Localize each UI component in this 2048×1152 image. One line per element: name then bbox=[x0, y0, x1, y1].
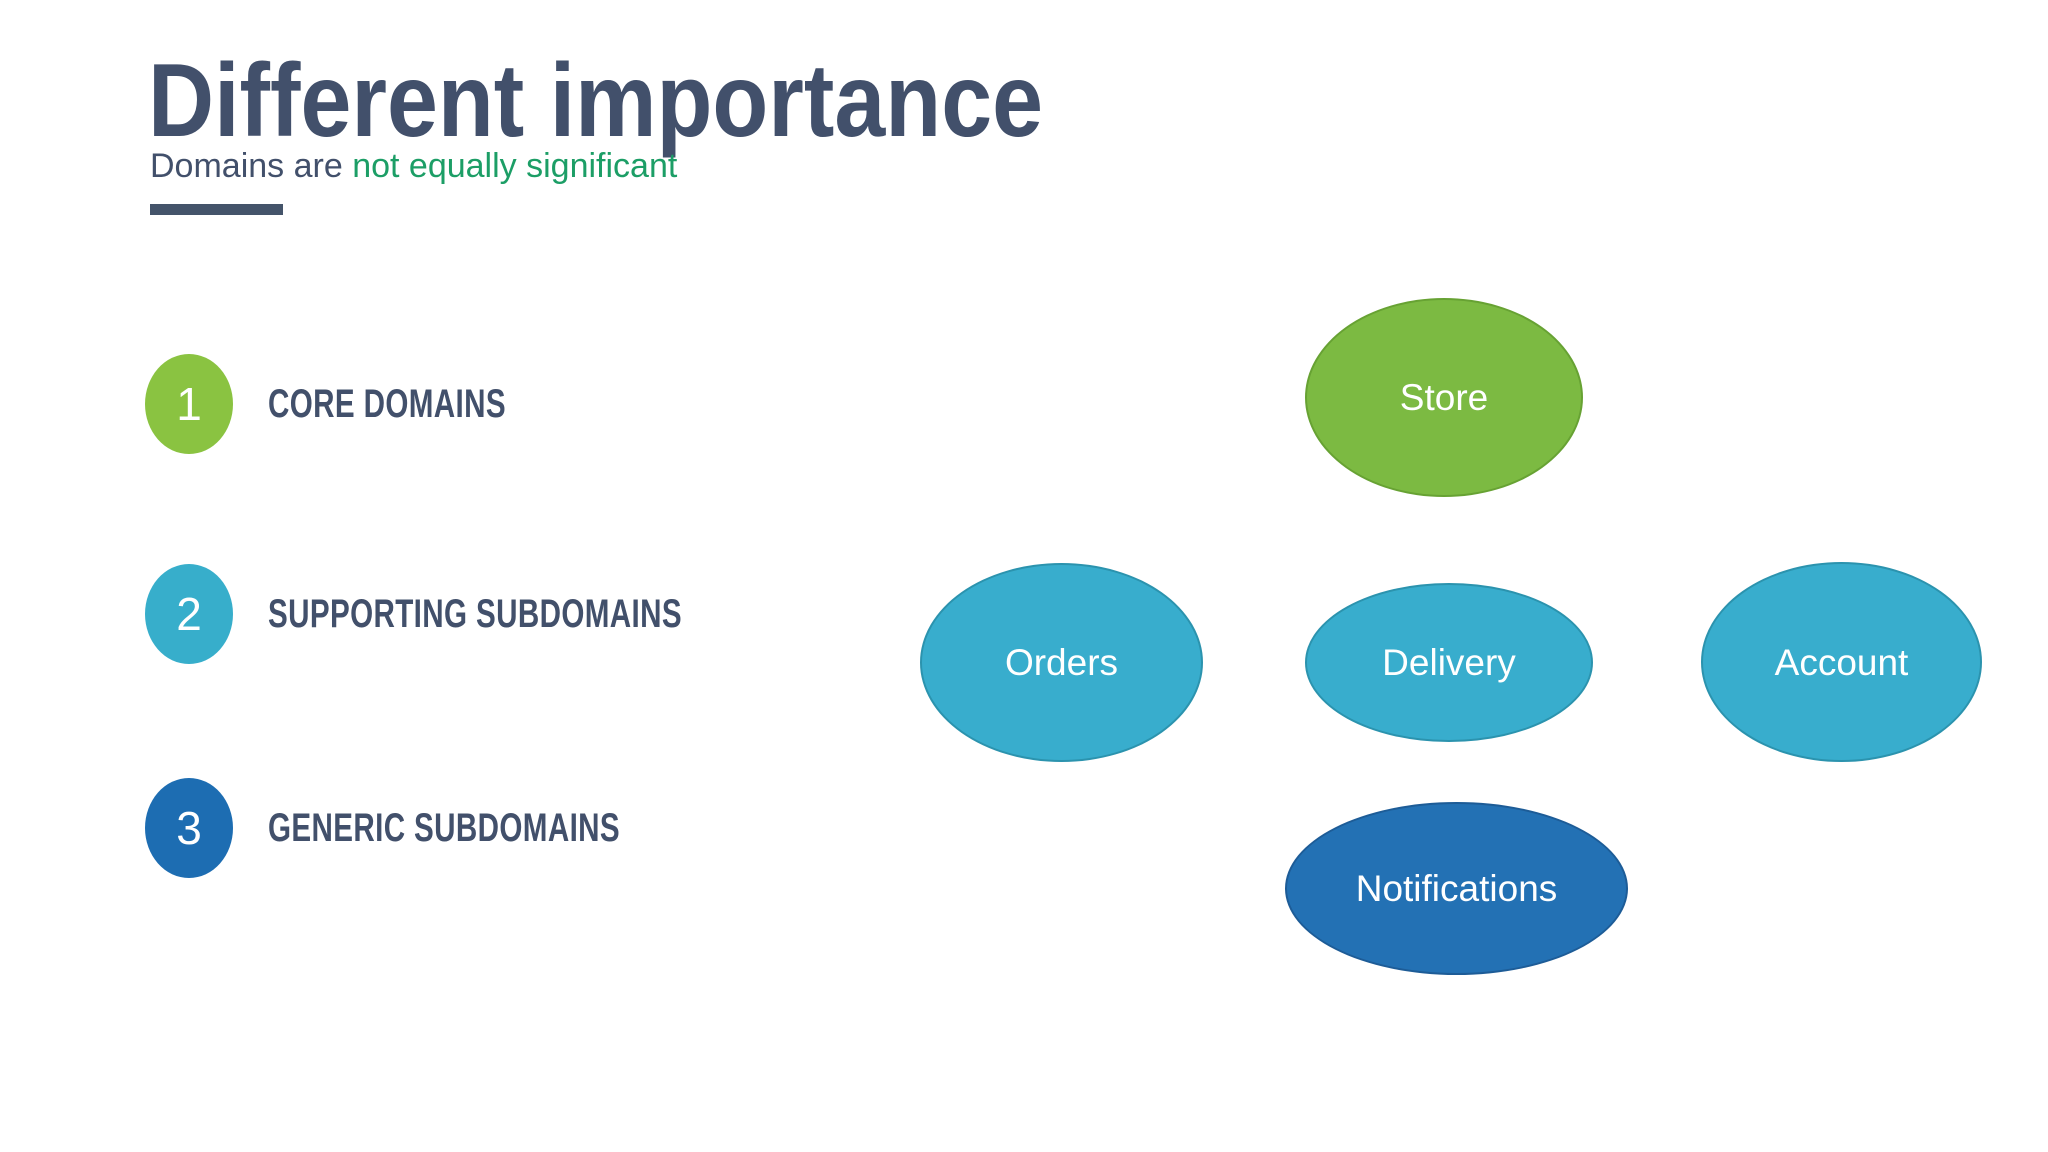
domain-label-orders: Orders bbox=[1004, 642, 1119, 683]
legend-number-1: 1 bbox=[176, 378, 202, 430]
legend-label-supporting-subdomains: SUPPORTING SUBDOMAINS bbox=[268, 591, 682, 636]
domain-ellipse-account: Account bbox=[1701, 562, 1982, 762]
domain-label-delivery: Delivery bbox=[1382, 642, 1516, 683]
legend-item-supporting-subdomains: 2 SUPPORTING SUBDOMAINS bbox=[145, 564, 827, 664]
domain-label-notifications: Notifications bbox=[1355, 868, 1558, 909]
domain-ellipse-store: Store bbox=[1305, 298, 1583, 497]
legend-number-2: 2 bbox=[176, 588, 202, 640]
domain-ellipse-delivery: Delivery bbox=[1305, 583, 1593, 742]
legend-item-generic-subdomains: 3 GENERIC SUBDOMAINS bbox=[145, 778, 744, 878]
legend-item-core-domains: 1 CORE DOMAINS bbox=[145, 354, 590, 454]
slide-subtitle: Domains are not equally significant bbox=[150, 146, 677, 187]
slide-title: Different importance bbox=[148, 43, 1044, 159]
domain-label-store: Store bbox=[1399, 377, 1489, 418]
legend-number-3: 3 bbox=[176, 802, 202, 854]
legend-badge-3: 3 bbox=[145, 778, 233, 878]
legend-badge-2: 2 bbox=[145, 564, 233, 664]
domain-ellipse-notifications: Notifications bbox=[1285, 802, 1628, 975]
domain-label-account: Account bbox=[1774, 641, 1909, 683]
title-underline-rule bbox=[150, 204, 283, 215]
legend-badge-1: 1 bbox=[145, 354, 233, 454]
domain-ellipse-orders: Orders bbox=[920, 563, 1203, 762]
legend-label-core-domains: CORE DOMAINS bbox=[268, 381, 506, 426]
legend-label-generic-subdomains: GENERIC SUBDOMAINS bbox=[268, 805, 621, 850]
subtitle-text: Domains are bbox=[150, 147, 353, 185]
subtitle-highlight: not equally significant bbox=[352, 147, 678, 185]
